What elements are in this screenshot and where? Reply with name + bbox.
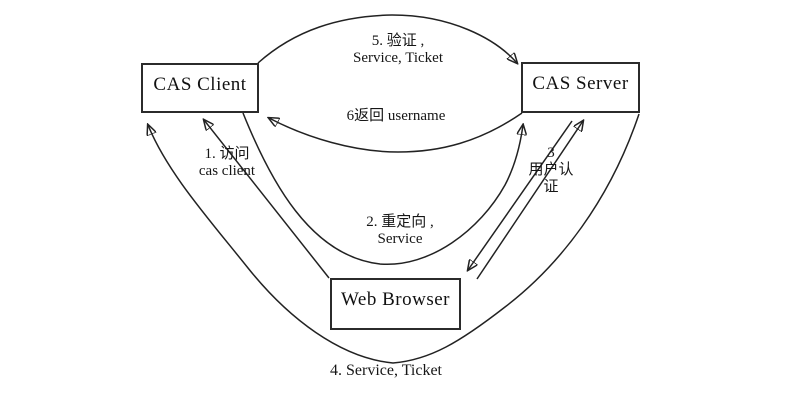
step2-label-line1: 2. 重定向 ,: [366, 214, 434, 230]
step1-label-line1: 1. 访问: [204, 146, 250, 162]
step3-label-line3: 证: [543, 179, 559, 195]
step6-arrow: [269, 112, 523, 153]
step4-arrow: [148, 113, 640, 364]
step4-label-line1: 4. Service, Ticket: [330, 362, 442, 379]
step3-label: 3 用户认 证: [528, 145, 573, 196]
step1-label-line2: cas client: [198, 163, 256, 179]
step5-label-line2: Service, Ticket: [353, 50, 443, 66]
step5-arrow: [257, 14, 517, 63]
step2-label: 2. 重定向 , Service: [366, 214, 434, 248]
step1-arrow: [204, 120, 330, 279]
step2-arrow: [242, 112, 523, 265]
step5-label-line1: 5. 验证 ,: [371, 33, 425, 49]
web-browser-node: Web Browser: [330, 278, 461, 330]
step3-arrow: [476, 121, 583, 280]
step4-label: 4. Service, Ticket: [330, 362, 442, 379]
step6-label-line1: 6返回 username: [346, 108, 446, 124]
cas-server-node: CAS Server: [521, 62, 640, 113]
cas-client-node: CAS Client: [141, 63, 259, 113]
step3-response-arrow: [468, 120, 573, 270]
step3-label-line1: 3: [547, 145, 555, 161]
step2-label-line2: Service: [377, 231, 423, 247]
step6-label: 6返回 username: [347, 108, 446, 125]
web-browser-label: Web Browser: [341, 289, 450, 310]
cas-server-label: CAS Server: [532, 73, 629, 94]
cas-client-label: CAS Client: [153, 74, 247, 95]
step3-label-line2: 用户认: [528, 162, 574, 178]
step5-label: 5. 验证 , Service, Ticket: [353, 33, 443, 67]
step1-label: 1. 访问 cas client: [199, 146, 255, 180]
